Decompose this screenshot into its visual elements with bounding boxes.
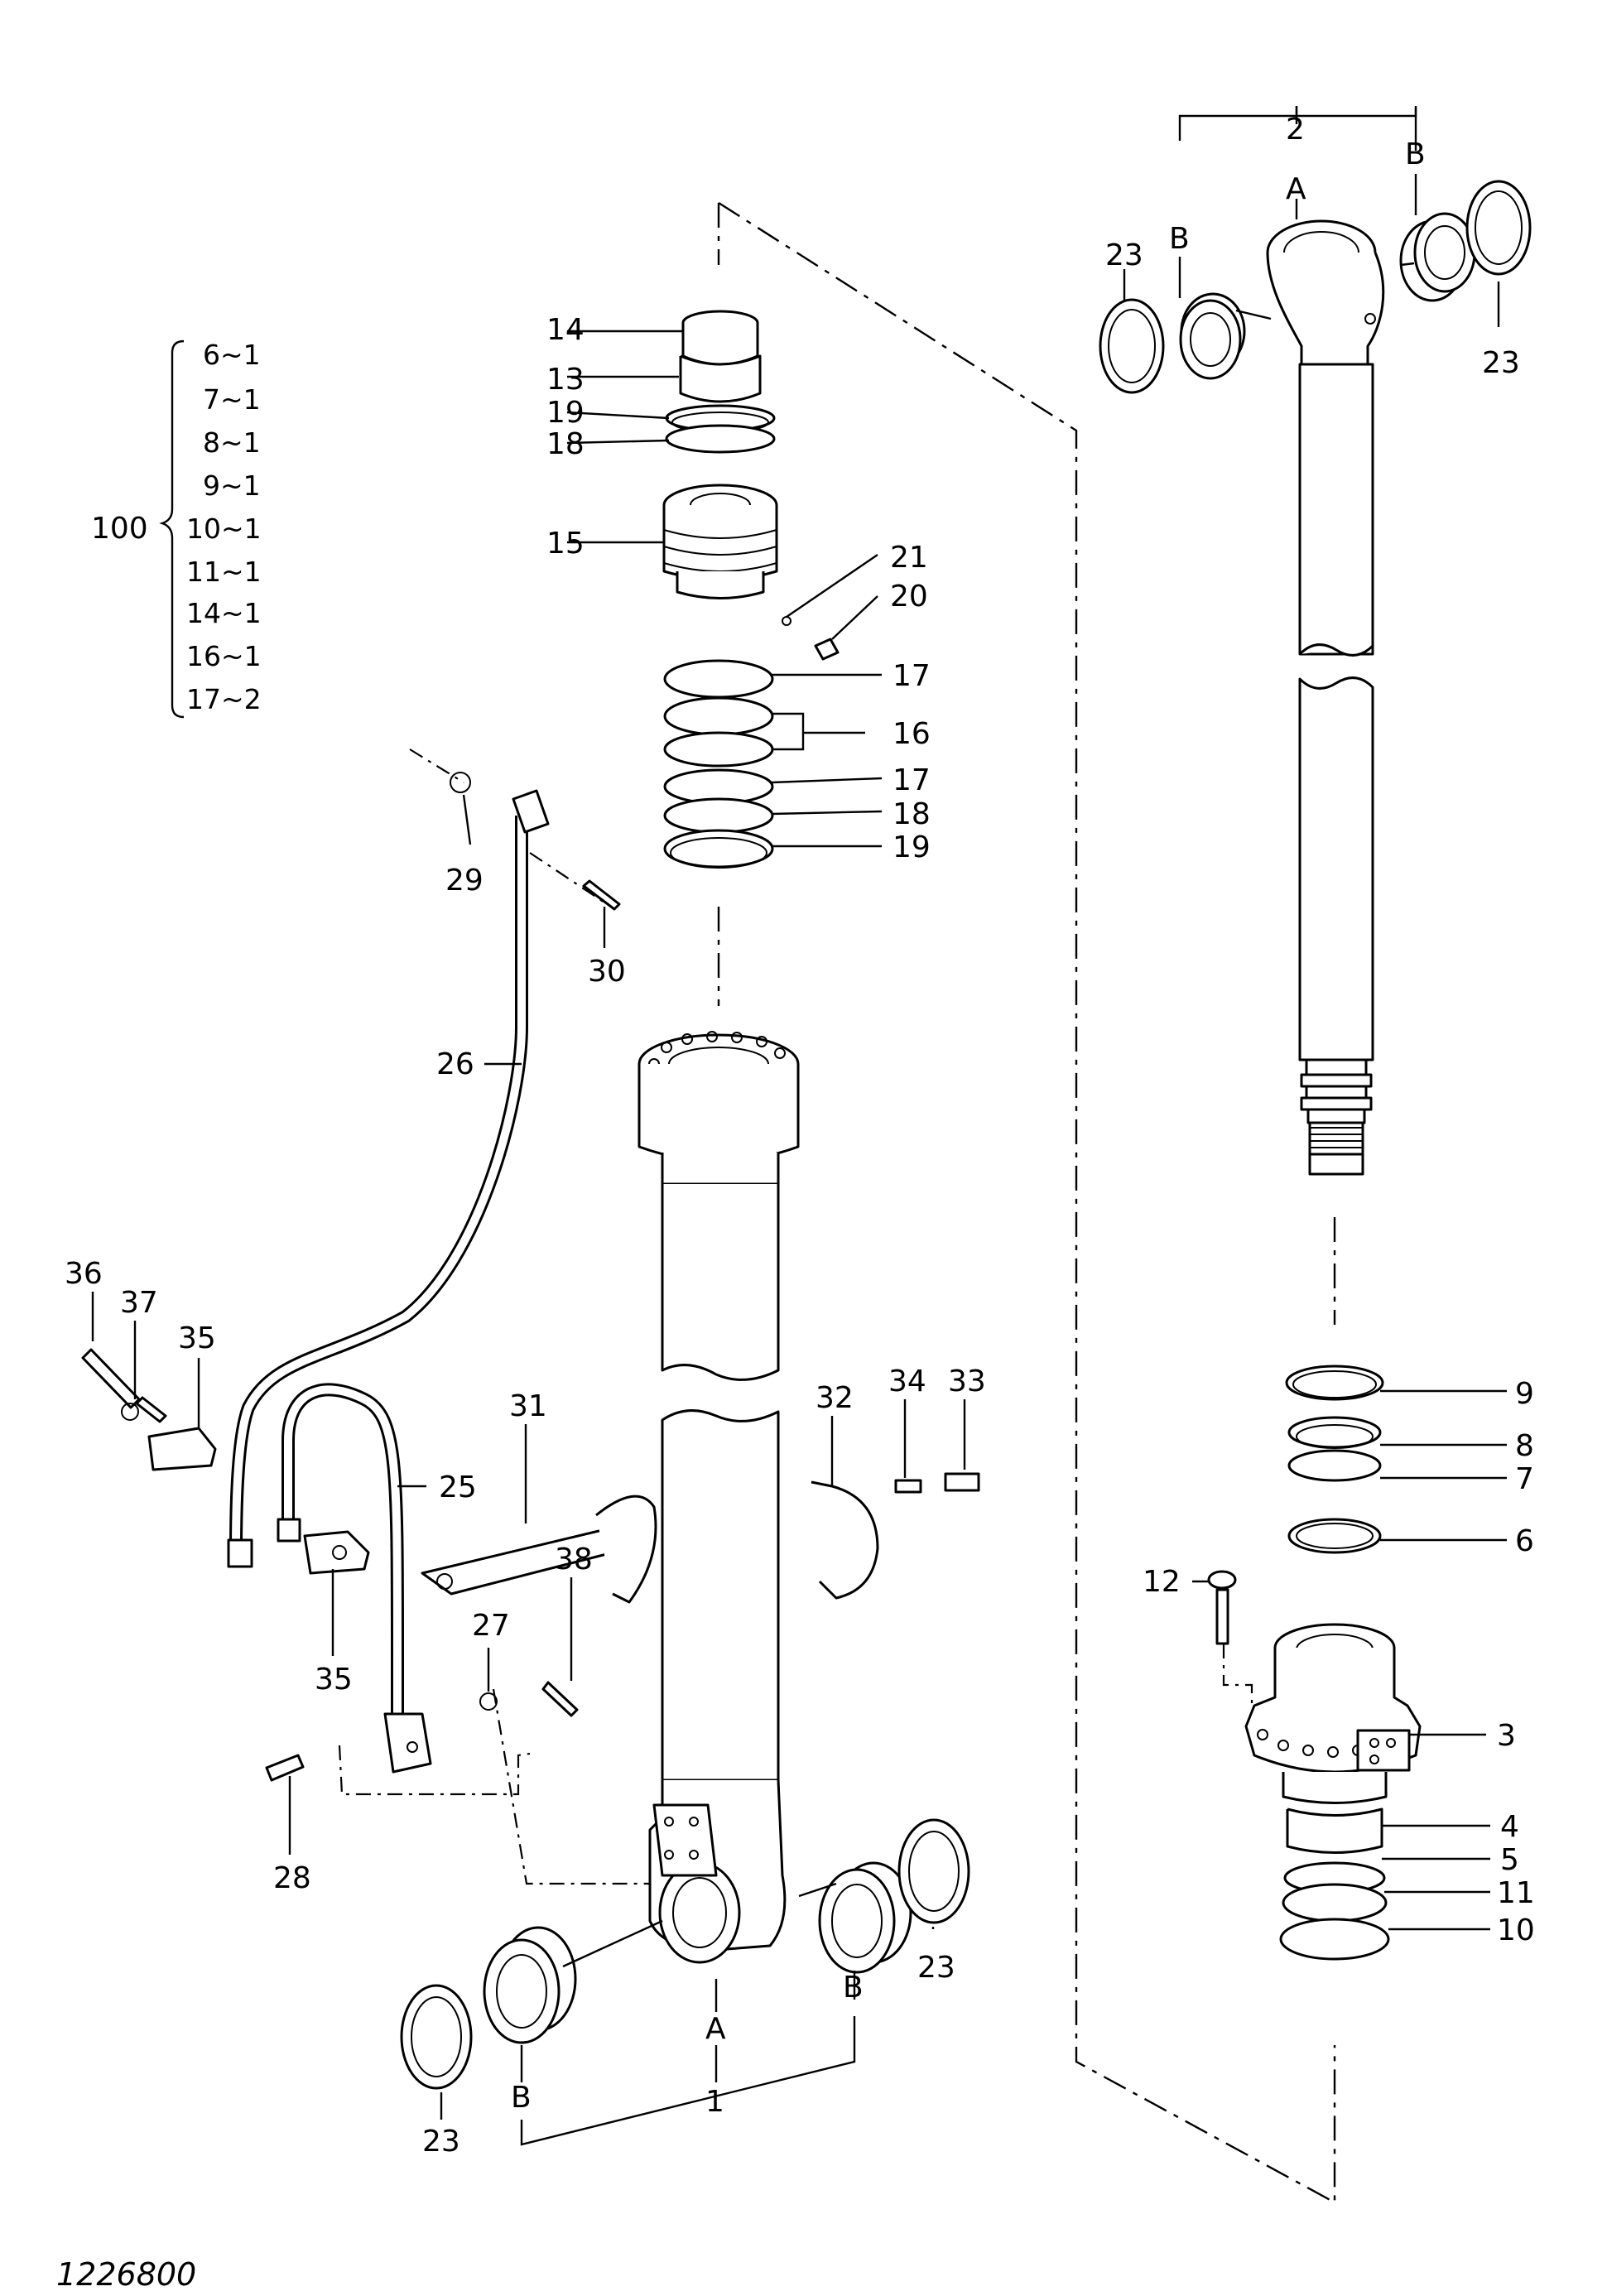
callout-18: 18 bbox=[546, 427, 585, 461]
callout-rod-b-right: B bbox=[1405, 137, 1426, 171]
callout-rod-b-left: B bbox=[1169, 222, 1190, 256]
cylinder-tube bbox=[638, 1031, 800, 1964]
callout-18: 18 bbox=[893, 797, 931, 831]
callout-23: 23 bbox=[917, 1951, 955, 1985]
callout-25: 25 bbox=[439, 1470, 477, 1504]
callout-8: 8 bbox=[1515, 1429, 1534, 1463]
callout-7: 7 bbox=[1515, 1462, 1534, 1496]
kit-item: 10~1 bbox=[186, 513, 262, 545]
gland-seal-rings bbox=[663, 659, 774, 869]
kit-label: 100 bbox=[91, 512, 148, 546]
callout-38: 38 bbox=[555, 1543, 593, 1576]
clamps bbox=[81, 1348, 980, 1782]
callout-35: 35 bbox=[178, 1321, 216, 1355]
callout-23-top-left: 23 bbox=[1105, 238, 1143, 272]
callout-13: 13 bbox=[546, 363, 585, 397]
tube-seals bbox=[400, 1818, 970, 2090]
tube-bushing-front bbox=[483, 1926, 577, 2044]
callout-35: 35 bbox=[315, 1663, 353, 1697]
drawing-number: 1226800 bbox=[56, 2256, 196, 2293]
callout-33: 33 bbox=[948, 1365, 986, 1398]
kit-item: 7~1 bbox=[203, 383, 261, 416]
piston-rod bbox=[1266, 219, 1385, 1176]
callout-4: 4 bbox=[1500, 1810, 1519, 1844]
callout-23: 23 bbox=[422, 2125, 460, 2159]
callout-20: 20 bbox=[890, 580, 928, 614]
callout-19: 19 bbox=[893, 830, 931, 864]
callout-tube-b-left: B bbox=[511, 2081, 532, 2115]
callout-17: 17 bbox=[893, 659, 931, 693]
callout-34: 34 bbox=[888, 1365, 926, 1398]
callout-9: 9 bbox=[1515, 1377, 1534, 1411]
leader-lines bbox=[91, 106, 1507, 2146]
callout-37: 37 bbox=[120, 1286, 158, 1320]
rod-seal-left bbox=[1099, 298, 1165, 394]
callout-14: 14 bbox=[546, 313, 585, 347]
pipe-25 bbox=[277, 1383, 432, 1774]
callout-27: 27 bbox=[472, 1609, 510, 1643]
callout-12: 12 bbox=[1143, 1565, 1181, 1599]
callout-29: 29 bbox=[445, 864, 484, 898]
kit-item: 6~1 bbox=[203, 339, 261, 371]
callout-19: 19 bbox=[546, 396, 585, 430]
callout-1: 1 bbox=[705, 2085, 724, 2119]
callout-10: 10 bbox=[1497, 1913, 1535, 1947]
tube-bushing bbox=[818, 1861, 912, 1974]
callout-23-top-right: 23 bbox=[1482, 346, 1520, 380]
kit-list: 100 6~1 7~1 8~1 9~1 10~1 11~1 14~1 16~1 … bbox=[91, 339, 262, 715]
rod-seal-right bbox=[1465, 180, 1532, 276]
callout-5: 5 bbox=[1500, 1843, 1519, 1877]
pipe-26 bbox=[227, 772, 621, 1568]
callout-6: 6 bbox=[1515, 1524, 1534, 1558]
callout-36: 36 bbox=[65, 1257, 103, 1291]
callout-rod-a: A bbox=[1286, 172, 1306, 206]
rod-bushing-left bbox=[1179, 292, 1246, 380]
callout-21: 21 bbox=[890, 541, 928, 575]
rod-bushing-right bbox=[1399, 212, 1476, 302]
callout-2: 2 bbox=[1286, 113, 1305, 147]
callout-28: 28 bbox=[273, 1861, 311, 1895]
callout-17: 17 bbox=[893, 763, 931, 797]
piston-parts bbox=[1207, 1365, 1384, 1645]
gland-parts bbox=[662, 310, 840, 661]
kit-item: 11~1 bbox=[186, 556, 262, 588]
kit-item: 17~2 bbox=[186, 683, 262, 715]
callout-tube-b-right: B bbox=[843, 1971, 864, 2005]
callout-30: 30 bbox=[588, 955, 626, 989]
callout-15: 15 bbox=[546, 527, 585, 561]
kit-item: 14~1 bbox=[186, 597, 262, 629]
piston bbox=[1244, 1623, 1422, 1961]
callout-11: 11 bbox=[1497, 1876, 1535, 1910]
callout-tube-a: A bbox=[705, 2012, 726, 2046]
kit-item: 16~1 bbox=[186, 640, 262, 672]
callout-32: 32 bbox=[816, 1381, 854, 1415]
callout-3: 3 bbox=[1497, 1719, 1516, 1753]
kit-brace bbox=[159, 339, 185, 719]
callout-16: 16 bbox=[893, 717, 931, 751]
callout-26: 26 bbox=[436, 1047, 474, 1081]
kit-item: 9~1 bbox=[203, 469, 261, 502]
callout-labels: 2 A B B 23 23 14 13 19 18 15 21 20 17 16… bbox=[65, 113, 1535, 2159]
callout-31: 31 bbox=[509, 1389, 547, 1423]
kit-item: 8~1 bbox=[203, 426, 261, 459]
